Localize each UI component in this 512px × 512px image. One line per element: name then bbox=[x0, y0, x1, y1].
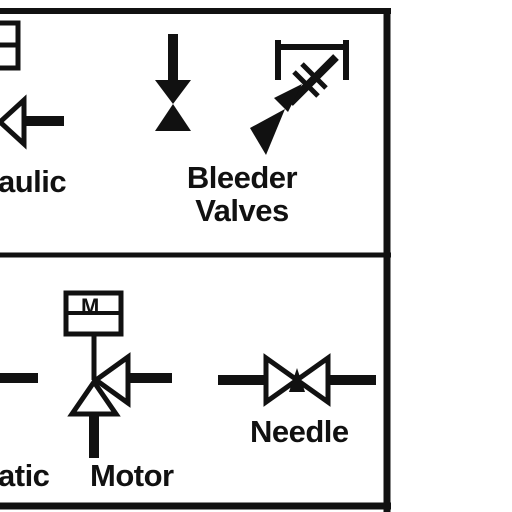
motor-label: Motor bbox=[90, 458, 174, 493]
pneumatic-valve-icon bbox=[0, 373, 38, 383]
bleeder-valves-label-line2: Valves bbox=[195, 193, 289, 228]
needle-right-triangle bbox=[292, 353, 331, 407]
hydraulic-valve-icon bbox=[0, 20, 64, 150]
bleeder-valve-bottom-triangle bbox=[155, 104, 191, 131]
needle-left-triangle bbox=[263, 353, 302, 407]
chart-frame bbox=[0, 8, 391, 512]
bleeder-valve-top-triangle bbox=[155, 80, 191, 104]
motor-right-pipe bbox=[128, 373, 172, 383]
bleeder-valves-label-line1: Bleeder bbox=[186, 160, 298, 195]
needle-center-point bbox=[289, 368, 305, 392]
angled-lower-triangle bbox=[250, 109, 285, 155]
pneumatic-pipe-line bbox=[0, 373, 38, 383]
needle-label: Needle bbox=[250, 414, 349, 449]
motor-symbol-letter: M bbox=[81, 294, 99, 319]
hydraulic-label: aulic bbox=[0, 164, 67, 199]
hydraulic-triangle bbox=[0, 94, 27, 150]
bleeder-valve-angled-icon bbox=[250, 40, 349, 155]
angled-upper-triangle bbox=[274, 84, 302, 112]
needle-valve-icon bbox=[218, 353, 376, 407]
stem-tick-1 bbox=[292, 70, 320, 98]
motor-bottom-pipe bbox=[89, 414, 99, 458]
motor-valve-icon bbox=[63, 290, 172, 458]
pneumatic-label: atic bbox=[0, 458, 50, 493]
bleeder-valve-icon bbox=[155, 34, 191, 131]
needle-right-pipe bbox=[330, 375, 376, 385]
needle-left-pipe bbox=[218, 375, 264, 385]
angled-stem bbox=[287, 54, 339, 106]
stem-tick-2 bbox=[300, 62, 328, 90]
bleeder-valve-stem bbox=[168, 34, 178, 82]
hydraulic-pipe-line bbox=[24, 116, 64, 126]
